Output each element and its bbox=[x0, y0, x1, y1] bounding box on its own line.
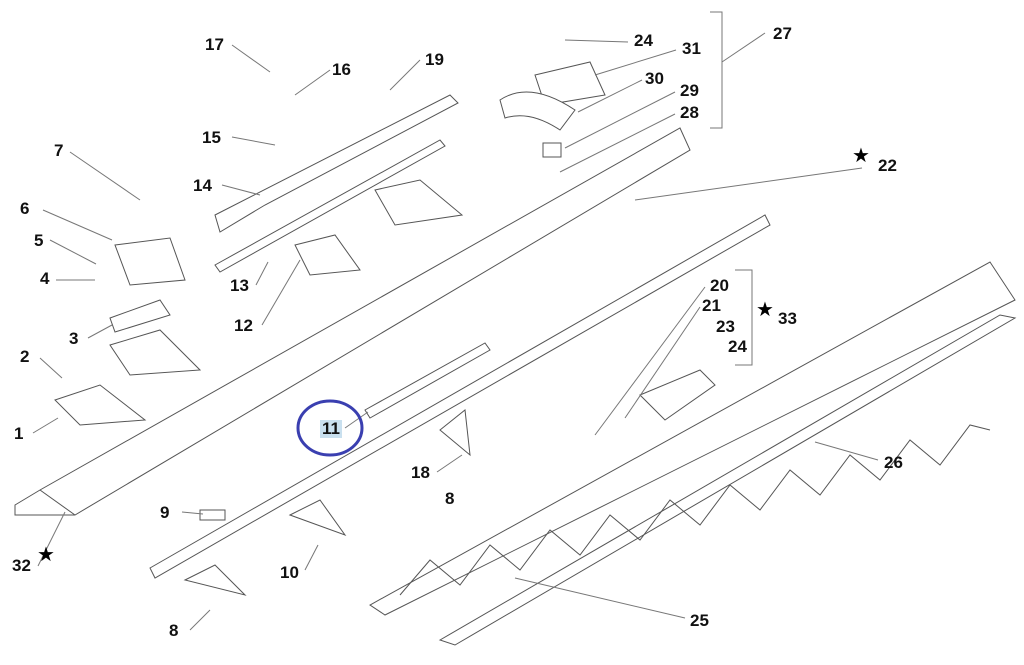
callout-24-b[interactable]: 24 bbox=[728, 337, 747, 356]
guard-2 bbox=[109, 329, 202, 376]
cutter-bar bbox=[369, 261, 1016, 616]
callout-8[interactable]: 8 bbox=[445, 489, 455, 508]
callout-10[interactable]: 10 bbox=[280, 563, 299, 582]
guard-12 bbox=[294, 234, 361, 276]
guard-top bbox=[374, 179, 464, 226]
leader-lines bbox=[32, 11, 879, 631]
callout-5[interactable]: 5 bbox=[34, 231, 44, 250]
callout-29[interactable]: 29 bbox=[680, 81, 699, 100]
callout-1[interactable]: 1 bbox=[14, 424, 24, 443]
callout-8-b[interactable]: 8 bbox=[169, 621, 179, 640]
callout-18[interactable]: 18 bbox=[411, 463, 430, 482]
plate-8 bbox=[183, 564, 247, 596]
callout-23[interactable]: 23 bbox=[716, 317, 735, 336]
callout-3[interactable]: 3 bbox=[69, 329, 79, 348]
callout-15[interactable]: 15 bbox=[202, 128, 221, 147]
cutter-teeth bbox=[399, 424, 991, 596]
star-icon: ★ bbox=[37, 544, 55, 566]
callout-31[interactable]: 31 bbox=[682, 39, 701, 58]
highlight-circle bbox=[296, 399, 364, 457]
knife-back-bar bbox=[149, 214, 771, 579]
clamp-3 bbox=[109, 299, 171, 333]
callout-11-highlighted[interactable]: 11 bbox=[320, 419, 342, 438]
callout-27[interactable]: 27 bbox=[773, 24, 792, 43]
block-29 bbox=[542, 142, 562, 158]
callout-6[interactable]: 6 bbox=[20, 199, 30, 218]
arm-23 bbox=[639, 369, 716, 421]
cutter-strip bbox=[438, 314, 1017, 646]
callout-19[interactable]: 19 bbox=[425, 50, 444, 69]
callout-26[interactable]: 26 bbox=[884, 453, 903, 472]
callout-25[interactable]: 25 bbox=[690, 611, 709, 630]
star-icon: ★ bbox=[756, 299, 774, 321]
callout-4[interactable]: 4 bbox=[40, 269, 50, 288]
strip-11 bbox=[364, 342, 491, 419]
callout-2[interactable]: 2 bbox=[20, 347, 30, 366]
callout-33[interactable]: 33 bbox=[778, 309, 797, 328]
callout-30[interactable]: 30 bbox=[645, 69, 664, 88]
callout-21[interactable]: 21 bbox=[702, 296, 721, 315]
clip-9 bbox=[199, 509, 226, 521]
callout-12[interactable]: 12 bbox=[234, 316, 253, 335]
plate-18 bbox=[439, 409, 471, 457]
clamp-6 bbox=[114, 237, 186, 286]
callout-7[interactable]: 7 bbox=[54, 141, 64, 160]
callout-13[interactable]: 13 bbox=[230, 276, 249, 295]
callout-22[interactable]: 22 bbox=[878, 156, 897, 175]
star-icon: ★ bbox=[852, 145, 870, 167]
clip-30 bbox=[499, 91, 576, 131]
callout-24[interactable]: 24 bbox=[634, 31, 653, 50]
callout-17[interactable]: 17 bbox=[205, 35, 224, 54]
callout-28[interactable]: 28 bbox=[680, 103, 699, 122]
callout-32[interactable]: 32 bbox=[12, 556, 31, 575]
callout-9[interactable]: 9 bbox=[160, 503, 170, 522]
callout-14[interactable]: 14 bbox=[193, 176, 212, 195]
guard-1 bbox=[54, 384, 147, 426]
plate-14 bbox=[214, 94, 459, 233]
callout-16[interactable]: 16 bbox=[332, 60, 351, 79]
callout-20[interactable]: 20 bbox=[710, 276, 729, 295]
strip-13 bbox=[214, 139, 446, 273]
plate-10 bbox=[288, 499, 347, 537]
